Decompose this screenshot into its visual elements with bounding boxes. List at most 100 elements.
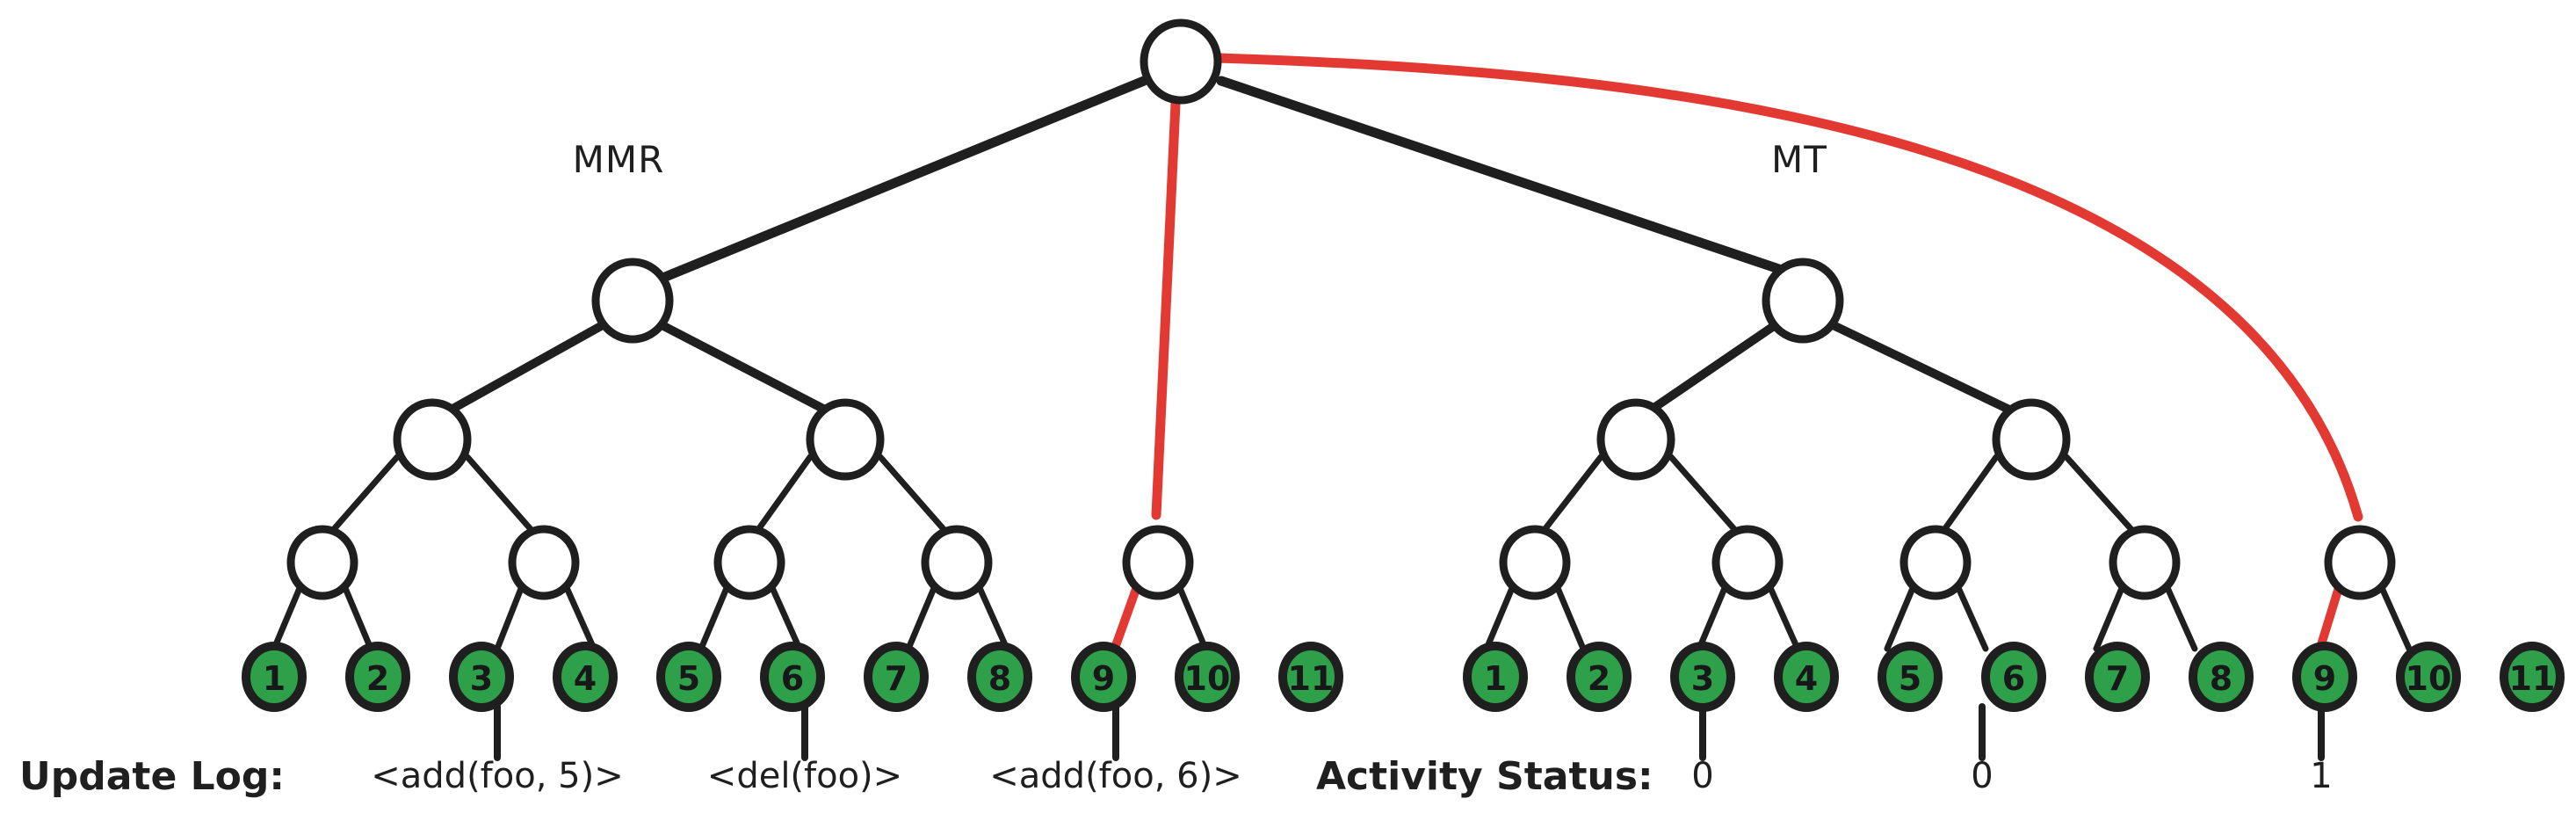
mmr-leaf-10[interactable]: 10 xyxy=(1175,642,1240,712)
mt-leaf-circle-4 xyxy=(1774,642,1839,712)
mt-leaf-circle-1 xyxy=(1463,642,1528,712)
tree-label-mmr: MMR xyxy=(573,138,665,181)
left-tree-internal-nodes xyxy=(286,258,1194,600)
mt-subroot[interactable] xyxy=(1762,258,1844,344)
mt-leaf-circle-8 xyxy=(2189,642,2254,712)
mmr-leaf-label-9: 9 xyxy=(1092,659,1115,698)
mt-leaf-3[interactable]: 3 xyxy=(1670,642,1735,712)
mt-leaf-5[interactable]: 5 xyxy=(1878,642,1943,712)
mmr-leaf-circle-7 xyxy=(864,642,929,712)
mmr-leaf-label-10: 10 xyxy=(1184,659,1231,698)
activity-status-value-2: 1 xyxy=(2310,756,2332,796)
mt-leaf-label-10: 10 xyxy=(2406,659,2452,698)
tree-label-mt: MT xyxy=(1771,138,1827,181)
mt-leaf-circle-9 xyxy=(2292,642,2357,712)
mt-leaf-11[interactable]: 11 xyxy=(2500,642,2565,712)
activity-status-value-0: 0 xyxy=(1691,756,1713,796)
mt-node-d3-d[interactable] xyxy=(2109,525,2181,600)
mmr-leaf-label-8: 8 xyxy=(988,659,1011,698)
mmr-node-d3-c[interactable] xyxy=(713,525,785,600)
mmr-leaf-label-3: 3 xyxy=(470,659,493,698)
mt-node-d2-left[interactable] xyxy=(1596,398,1675,481)
mmr-leaf-circle-6 xyxy=(760,642,825,712)
mt-node-d3-b[interactable] xyxy=(1711,525,1784,600)
mt-leaf-circle-3 xyxy=(1670,642,1735,712)
mt-leaf-label-6: 6 xyxy=(2002,659,2025,698)
mmr-leaf-7[interactable]: 7 xyxy=(864,642,929,712)
mmr-leaf-circle-4 xyxy=(553,642,618,712)
mmr-leaf-circle-11 xyxy=(1278,642,1343,712)
mt-leaf-label-8: 8 xyxy=(2210,659,2232,698)
update-log-label: Update Log: xyxy=(19,754,285,799)
mt-leaf-10[interactable]: 10 xyxy=(2396,642,2461,712)
mmr-leaf-label-5: 5 xyxy=(677,659,700,698)
mmr-node-d3-d[interactable] xyxy=(921,525,993,600)
mmr-leaf-circle-8 xyxy=(967,642,1032,712)
mmr-leaf-circle-3 xyxy=(449,642,514,712)
mt-leaf-circle-6 xyxy=(1981,642,2046,712)
mt-leaf-7[interactable]: 7 xyxy=(2085,642,2150,712)
root-node[interactable] xyxy=(1140,18,1222,105)
mmr-leaf-label-4: 4 xyxy=(574,659,597,698)
mt-leaf-circle-11 xyxy=(2500,642,2565,712)
mt-leaf-label-9: 9 xyxy=(2313,659,2336,698)
mt-leaf-circle-5 xyxy=(1878,642,1943,712)
mt-leaf-label-1: 1 xyxy=(1484,659,1507,698)
mmr-leaf-label-11: 11 xyxy=(1288,659,1335,698)
mmr-leaf-6[interactable]: 6 xyxy=(760,642,825,712)
mt-node-d3-a[interactable] xyxy=(1499,525,1571,600)
mt-leaf-label-5: 5 xyxy=(1899,659,1921,698)
mmr-node-d2-left[interactable] xyxy=(393,398,472,481)
update-log-entry-1: <del(foo)> xyxy=(707,756,902,796)
mt-leaf-9[interactable]: 9 xyxy=(2292,642,2357,712)
mt-leaf-circle-10 xyxy=(2396,642,2461,712)
mt-leaf-4[interactable]: 4 xyxy=(1774,642,1839,712)
mmr-node-leaf9-parent[interactable] xyxy=(1122,525,1194,600)
highlight-path-mmr xyxy=(1151,98,1181,520)
highlight-paths xyxy=(1110,53,2363,655)
mmr-leaf-5[interactable]: 5 xyxy=(656,642,721,712)
mmr-leaf-2[interactable]: 2 xyxy=(345,642,410,712)
mmr-leaf-3[interactable]: 3 xyxy=(449,642,514,712)
mmr-leaf-label-6: 6 xyxy=(781,659,804,698)
update-log-entry-0: <add(foo, 5)> xyxy=(371,756,623,796)
mt-leaf-circle-7 xyxy=(2085,642,2150,712)
mmr-node-d3-a[interactable] xyxy=(286,525,358,600)
mt-leaf-label-3: 3 xyxy=(1691,659,1714,698)
update-log-entry-2: <add(foo, 6)> xyxy=(989,756,1241,796)
mmr-leaf-circle-2 xyxy=(345,642,410,712)
right-tree-internal-nodes xyxy=(1499,258,2396,600)
mt-node-leaf9-parent[interactable] xyxy=(2324,525,2396,600)
mmr-leaf-9[interactable]: 9 xyxy=(1071,642,1136,712)
mmr-leaf-1[interactable]: 1 xyxy=(242,642,307,712)
mmr-leaf-11[interactable]: 11 xyxy=(1278,642,1343,712)
mmr-leaf-8[interactable]: 8 xyxy=(967,642,1032,712)
mt-leaf-label-4: 4 xyxy=(1795,659,1818,698)
mmr-leaf-4[interactable]: 4 xyxy=(553,642,618,712)
left-tree-leaves: 1 2 3 4 5 6 7 8 9 10 11 xyxy=(242,642,1343,712)
mmr-subroot[interactable] xyxy=(591,258,674,344)
mt-leaf-8[interactable]: 8 xyxy=(2189,642,2254,712)
annotation-stems xyxy=(494,703,2325,761)
mt-leaf-label-11: 11 xyxy=(2509,659,2556,698)
mmr-node-d2-right[interactable] xyxy=(806,398,885,481)
mt-leaf-label-7: 7 xyxy=(2106,659,2129,698)
right-tree-leaves: 1 2 3 4 5 6 7 8 9 10 11 xyxy=(1463,642,2565,712)
mmr-leaf-label-7: 7 xyxy=(885,659,908,698)
mt-leaf-1[interactable]: 1 xyxy=(1463,642,1528,712)
mt-node-d2-right[interactable] xyxy=(1992,398,2071,481)
mt-leaf-2[interactable]: 2 xyxy=(1567,642,1632,712)
mmr-leaf-circle-5 xyxy=(656,642,721,712)
mmr-leaf-circle-9 xyxy=(1071,642,1136,712)
mt-node-d3-c[interactable] xyxy=(1899,525,1972,600)
mmr-node-d3-b[interactable] xyxy=(508,525,580,600)
mt-leaf-6[interactable]: 6 xyxy=(1981,642,2046,712)
mt-leaf-circle-2 xyxy=(1567,642,1632,712)
mmr-leaf-circle-10 xyxy=(1175,642,1240,712)
highlight-path-mt xyxy=(1212,53,2363,522)
activity-status-label: Activity Status: xyxy=(1316,754,1653,799)
mmr-leaf-label-1: 1 xyxy=(263,659,286,698)
mmr-leaf-label-2: 2 xyxy=(366,659,389,698)
